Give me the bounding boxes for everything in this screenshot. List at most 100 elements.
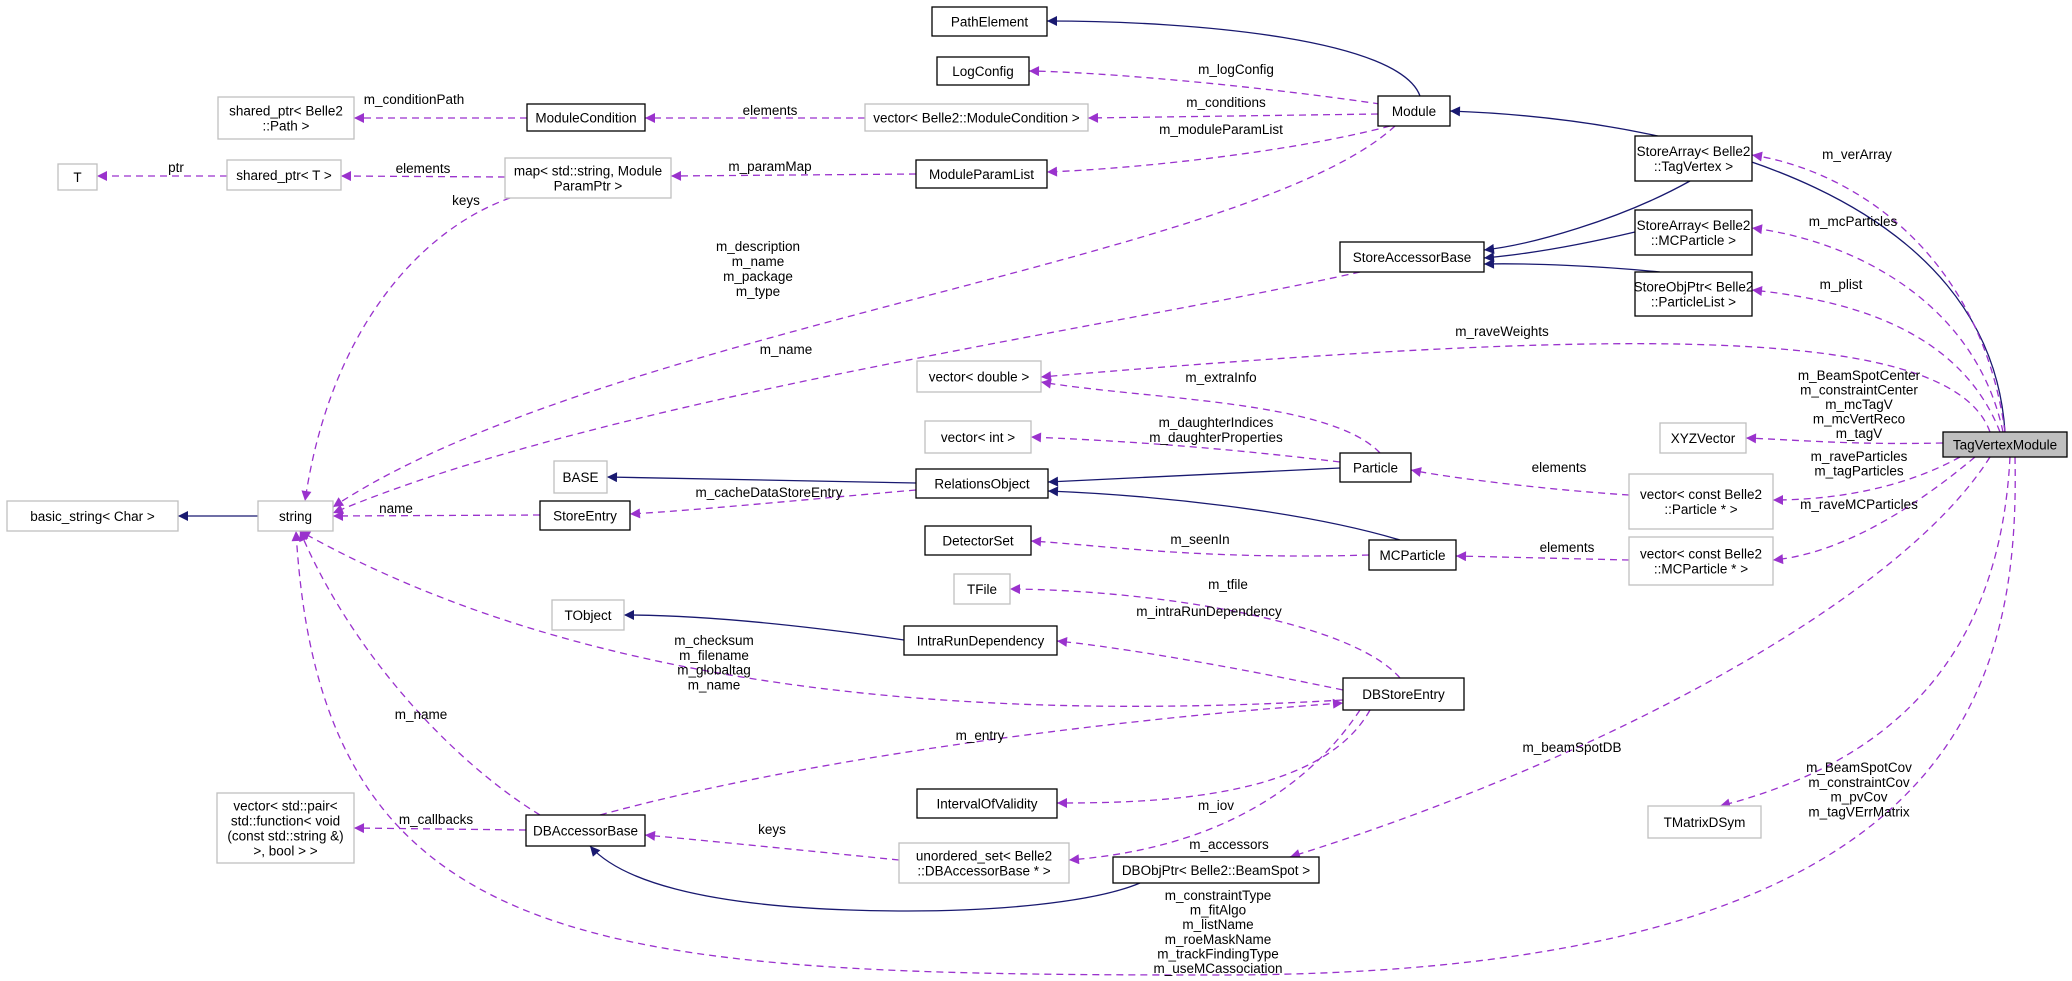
node-box — [217, 96, 355, 140]
member-edge-tag-vertex-module-to-xyzvector — [1745, 433, 1944, 445]
node-particle[interactable]: Particle — [1339, 452, 1412, 483]
node-vec-module-condition[interactable]: vector< Belle2::ModuleCondition > — [864, 103, 1089, 132]
node-module-condition[interactable]: ModuleCondition — [526, 103, 646, 132]
node-store-array-tag-vertex[interactable]: StoreArray< Belle2::TagVertex > — [1634, 135, 1753, 182]
edge-label: m_tagParticles — [1814, 464, 1904, 479]
node-store-accessor-base[interactable]: StoreAccessorBase — [1339, 241, 1485, 273]
node-vec-const-mcparticle[interactable]: vector< const Belle2::MCParticle * > — [1628, 536, 1774, 586]
edge-label: m_tfile — [1208, 577, 1248, 592]
edge-label: m_verArray — [1822, 147, 1892, 162]
node-vec-pair-callbacks[interactable]: vector< std::pair<std::function< void(co… — [216, 792, 355, 864]
node-dbobj-ptr-beam-spot[interactable]: DBObjPtr< Belle2::BeamSpot > — [1112, 856, 1320, 884]
node-label: ::TagVertex > — [1654, 159, 1733, 174]
edge-label: elements — [1532, 460, 1587, 475]
node-box — [1339, 452, 1412, 483]
node-intra-run-dependency[interactable]: IntraRunDependency — [903, 625, 1058, 656]
edge-label: m_description — [716, 239, 800, 254]
node-module[interactable]: Module — [1377, 95, 1451, 127]
member-edge-dbaccessor-base-to-dbstore-entry — [599, 698, 1344, 816]
node-tobject[interactable]: TObject — [551, 599, 625, 631]
member-edge-module-to-string — [332, 125, 1396, 508]
member-edge-vec-const-particle-to-particle — [1410, 467, 1630, 496]
node-label: map< std::string, Module — [514, 164, 662, 179]
edge-label: elements — [396, 161, 451, 176]
node-label: IntraRunDependency — [917, 634, 1045, 649]
inheritance-edge-store-array-mcparticle-to-store-accessor-base — [1483, 231, 1636, 263]
node-box — [931, 6, 1048, 37]
edge-label: m_constraintCenter — [1800, 383, 1918, 398]
node-label: LogConfig — [952, 64, 1014, 79]
node-box — [915, 159, 1048, 189]
node-box — [936, 56, 1030, 86]
node-relations-object[interactable]: RelationsObject — [915, 468, 1049, 499]
node-module-param-list[interactable]: ModuleParamList — [915, 159, 1048, 189]
node-box — [898, 842, 1070, 884]
node-vec-const-particle[interactable]: vector< const Belle2::Particle * > — [1628, 473, 1774, 530]
member-edge-dbstore-entry-to-tfile — [1009, 584, 1401, 679]
edge-label: m_logConfig — [1198, 62, 1274, 77]
node-t[interactable]: T — [57, 163, 98, 191]
node-label: vector< int > — [941, 430, 1015, 445]
node-basic-string[interactable]: basic_string< Char > — [6, 500, 179, 532]
edge-label: m_raveMCParticles — [1800, 497, 1918, 512]
edge-label: m_mcTagV — [1825, 397, 1893, 412]
node-dbaccessor-base[interactable]: DBAccessorBase — [525, 814, 646, 847]
node-tfile[interactable]: TFile — [953, 573, 1011, 605]
node-tag-vertex-module[interactable]: TagVertexModule — [1942, 431, 2068, 458]
node-label: vector< double > — [929, 370, 1030, 385]
node-vec-int[interactable]: vector< int > — [924, 420, 1032, 454]
node-box — [1377, 95, 1451, 127]
node-vec-double[interactable]: vector< double > — [916, 360, 1042, 393]
node-string[interactable]: string — [257, 500, 334, 532]
node-label: ::MCParticle * > — [1654, 562, 1748, 577]
node-box — [953, 573, 1011, 605]
node-shared-ptr-t[interactable]: shared_ptr< T > — [226, 159, 342, 191]
node-store-entry[interactable]: StoreEntry — [539, 500, 631, 531]
member-edge-unordered-set-to-dbaccessor-base — [644, 830, 900, 861]
node-label: ::MCParticle > — [1651, 233, 1736, 248]
member-edge-tag-vertex-module-to-dbobj-ptr-beam-spot — [1289, 456, 1991, 859]
node-box — [1628, 473, 1774, 530]
node-box — [1342, 677, 1465, 711]
node-box — [1628, 536, 1774, 586]
inheritance-edge-store-obj-ptr-particle-list-to-store-accessor-base — [1483, 258, 1661, 273]
node-interval-of-validity[interactable]: IntervalOfValidity — [916, 788, 1058, 819]
member-edge-tag-vertex-module-to-vec-const-mcparticle — [1772, 456, 1976, 565]
node-box — [551, 599, 625, 631]
node-detector-set[interactable]: DetectorSet — [924, 525, 1032, 556]
edge-label: m_tagVErrMatrix — [1808, 804, 1910, 819]
node-dbstore-entry[interactable]: DBStoreEntry — [1342, 677, 1465, 711]
node-unordered-set[interactable]: unordered_set< Belle2::DBAccessorBase * … — [898, 842, 1070, 884]
node-store-array-mcparticle[interactable]: StoreArray< Belle2::MCParticle > — [1634, 209, 1753, 256]
node-label: vector< const Belle2 — [1640, 547, 1762, 562]
node-box — [216, 792, 355, 864]
member-edge-particle-to-vec-int — [1030, 432, 1341, 463]
node-label: TagVertexModule — [1953, 438, 2057, 453]
inheritance-edge-intra-run-dependency-to-tobject — [623, 610, 905, 641]
edge-label: m_constraintCov — [1808, 775, 1910, 790]
edge-label: m_cacheDataStoreEntry — [695, 485, 842, 500]
node-log-config[interactable]: LogConfig — [936, 56, 1030, 86]
node-label: basic_string< Char > — [30, 509, 155, 524]
node-xyzvector[interactable]: XYZVector — [1659, 422, 1747, 454]
member-edge-tag-vertex-module-to-string — [291, 456, 2016, 976]
node-path-element[interactable]: PathElement — [931, 6, 1048, 37]
node-store-obj-ptr-particle-list[interactable]: StoreObjPtr< Belle2::ParticleList > — [1634, 271, 1754, 317]
edge-label: m_raveParticles — [1811, 449, 1908, 464]
node-mcparticle[interactable]: MCParticle — [1368, 539, 1457, 571]
node-box — [257, 500, 334, 532]
member-edge-tag-vertex-module-to-vec-const-particle — [1772, 456, 1961, 505]
member-edge-map-param-to-shared-ptr-t — [340, 171, 506, 182]
edge-label: m_package — [723, 269, 793, 284]
node-base[interactable]: BASE — [553, 460, 608, 494]
node-label: vector< std::pair< — [233, 799, 337, 814]
member-edge-store-entry-to-string — [332, 510, 541, 521]
node-shared-ptr-path[interactable]: shared_ptr< Belle2::Path > — [217, 96, 355, 140]
node-label: ::Path > — [263, 119, 310, 134]
member-edge-tag-vertex-module-to-store-array-tag-vertex — [1751, 151, 2006, 433]
node-box — [916, 788, 1058, 819]
edge-label: m_name — [760, 342, 813, 357]
node-tmatrix-dsym[interactable]: TMatrixDSym — [1647, 805, 1762, 839]
